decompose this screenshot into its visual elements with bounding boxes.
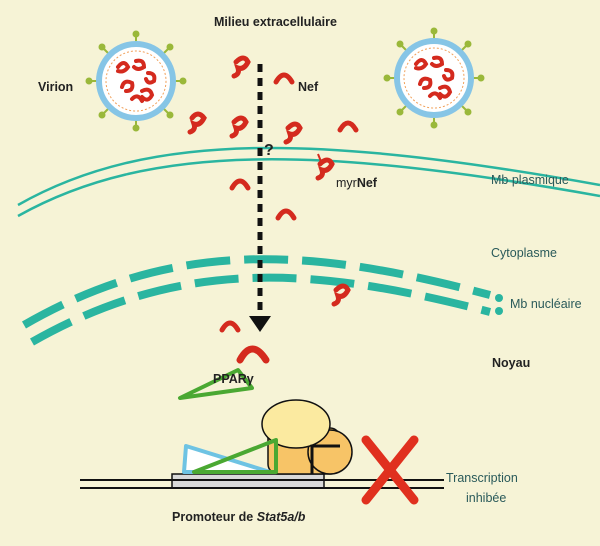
inhibited-label: inhibée: [466, 491, 507, 505]
ppar-green-triangle: [192, 438, 278, 474]
promoter-label: Promoteur de Stat5a/b: [172, 510, 305, 524]
virion-inner-nef: [116, 58, 157, 103]
promoter-prefix: Promoteur de: [172, 510, 257, 524]
nef-protein: [273, 72, 295, 85]
nef-bound-ppar: [236, 345, 270, 364]
inhibition-cross: [361, 435, 419, 505]
complex-yellow-subunit: [261, 399, 331, 449]
ppar-gamma-triangle: [178, 368, 254, 400]
transcription-complex: [171, 399, 353, 489]
virion-inner-nef: [414, 55, 455, 100]
nef-protein: [275, 208, 297, 221]
transcription-label: Transcription: [446, 471, 518, 485]
nef-protein: [229, 115, 249, 139]
myr-nef-label: myrNef: [336, 176, 377, 190]
nuclear-membrane-end-dots: [495, 294, 503, 315]
nef-protein: [283, 121, 303, 145]
nef-label: Nef: [298, 80, 319, 94]
translocation-arrow: [249, 64, 271, 332]
plasma-membrane-label: Mb plasmique: [491, 173, 569, 187]
nef-protein: [187, 111, 207, 135]
nef-protein: [229, 178, 251, 191]
unknown-mechanism-label: ?: [264, 142, 274, 159]
myr-prefix: myr: [336, 176, 357, 190]
virion-label: Virion: [38, 80, 74, 94]
nef-protein: [231, 55, 251, 79]
virion-right: [383, 27, 485, 129]
complex-corner-mark: [310, 444, 340, 474]
cytoplasm-label: Cytoplasme: [491, 246, 557, 260]
virion-left: [85, 30, 187, 132]
nef-proteins: [187, 55, 359, 333]
ppar-gamma-label: PPARγ: [213, 372, 254, 386]
nef-protein: [219, 320, 241, 333]
extracellular-label: Milieu extracellulaire: [214, 15, 337, 29]
nucleus-label: Noyau: [492, 356, 531, 370]
nef-protein: [337, 120, 359, 133]
nuclear-membrane: [22, 255, 492, 346]
plasma-membrane: [17, 146, 600, 218]
myristoyl-anchor: [317, 153, 323, 165]
nef-protein: [331, 283, 351, 307]
myr-nef-suffix: Nef: [356, 176, 377, 190]
nef-protein-myristoylated: [315, 157, 335, 181]
promoter-gene: Stat5a/b: [256, 510, 306, 524]
nuclear-membrane-label: Mb nucléaire: [510, 297, 582, 311]
